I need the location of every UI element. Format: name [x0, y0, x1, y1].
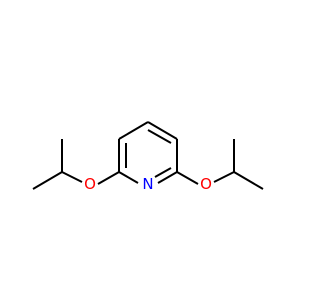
bond-ch-methyl-down-right — [233, 171, 264, 190]
ring-bond-c5-c4 — [118, 121, 149, 140]
bond-c6-o-left — [97, 171, 120, 185]
atom-label-oxygen-left: O — [84, 175, 96, 193]
bond-o-right-ch — [213, 171, 235, 183]
bond-ch-methyl-down-left — [32, 171, 63, 190]
atom-label-nitrogen: N — [142, 175, 153, 193]
ring-bond-c4-c3 — [147, 121, 178, 140]
atom-label-oxygen-right: O — [200, 175, 212, 193]
ring-bond-c2-n — [157, 171, 178, 184]
molecule-structure: O N O — [32, 121, 264, 193]
bond-c2-o-right — [176, 171, 199, 185]
right-isopropoxy — [176, 139, 264, 190]
bond-o-left-ch — [61, 171, 83, 183]
left-isopropoxy — [32, 139, 120, 190]
pyridine-ring — [118, 121, 178, 184]
ring-bond-c2-n-inner — [154, 167, 172, 178]
ring-bond-c4-c3-inner — [147, 129, 172, 144]
ring-bond-n-c6 — [118, 171, 139, 184]
